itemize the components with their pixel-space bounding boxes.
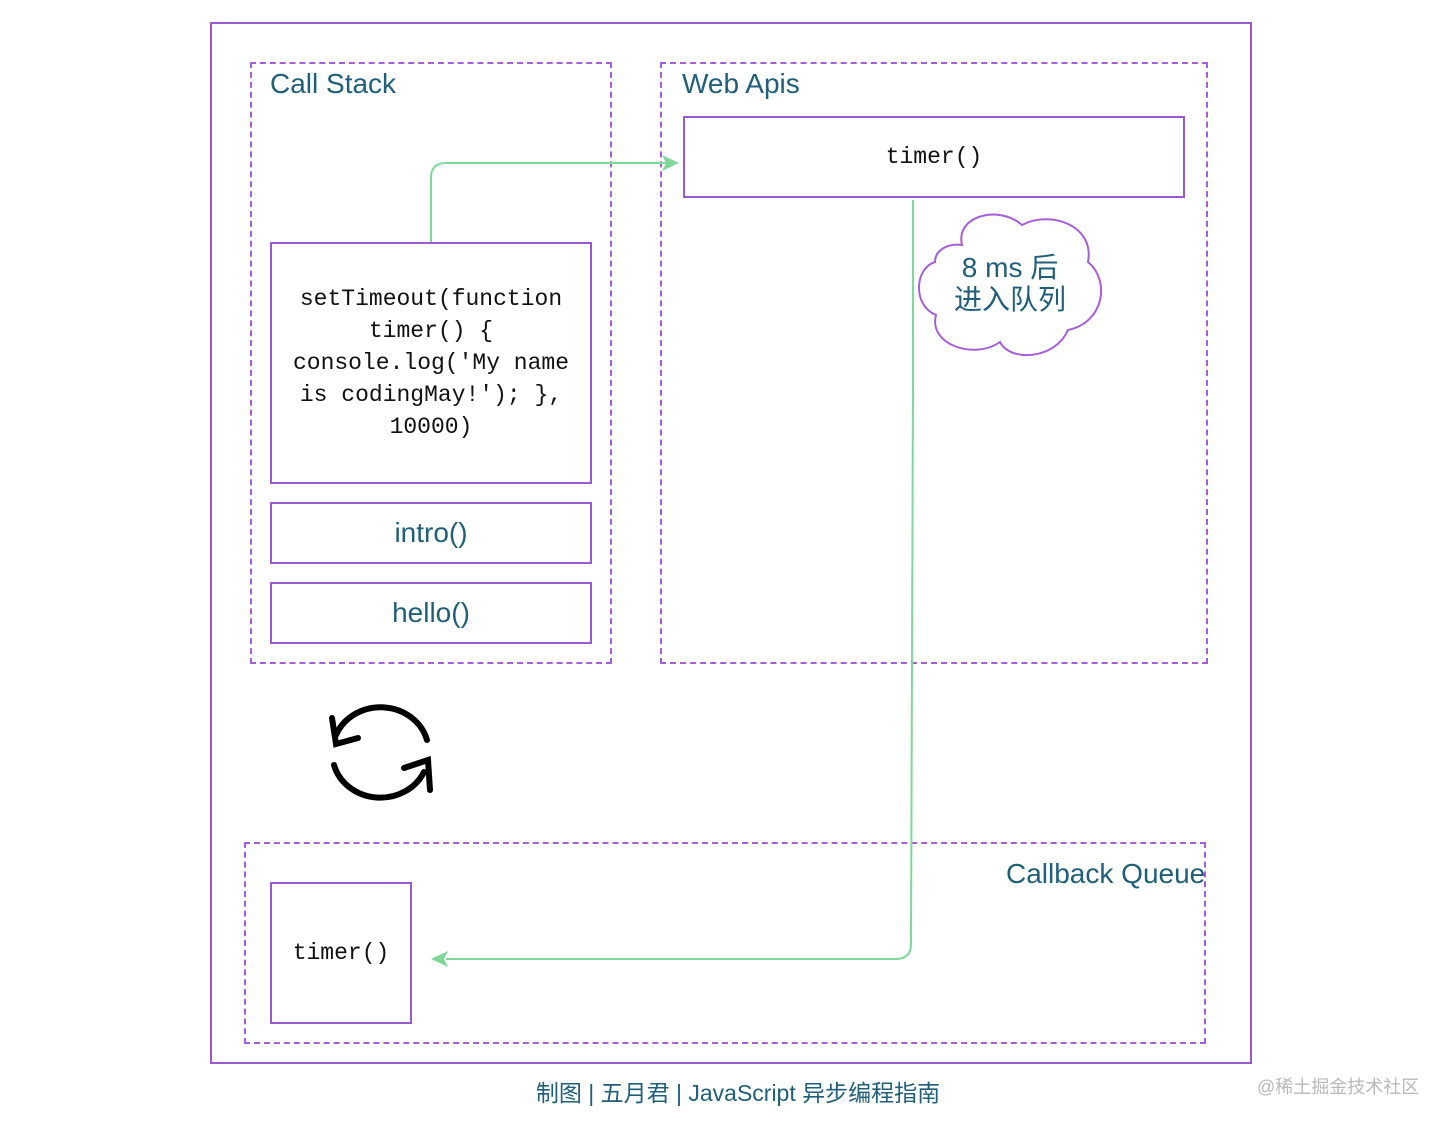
queue-timer-box: timer()	[270, 882, 412, 1024]
hello-label: hello()	[392, 597, 470, 628]
webapi-to-queue-arrow	[446, 200, 914, 960]
delay-note-line-1: 8 ms 后	[961, 252, 1059, 283]
callback-queue-title: Callback Queue	[1006, 858, 1206, 889]
settimeout-to-webapi-arrow	[430, 162, 668, 242]
web-api-timer-label: timer()	[885, 144, 983, 170]
delay-note-line-2: 进入队列	[953, 284, 1066, 315]
delay-note-text: 8 ms 后 进入队列	[930, 252, 1090, 316]
queue-timer-label: timer()	[292, 940, 390, 966]
hello-frame: hello()	[270, 582, 592, 644]
settimeout-code: setTimeout(function timer() { console.lo…	[292, 286, 570, 440]
web-apis-title: Web Apis	[682, 68, 800, 99]
event-loop-diagram-frame	[210, 22, 1252, 1064]
web-api-timer-box: timer()	[683, 116, 1185, 198]
callback-queue-panel	[244, 842, 1206, 1044]
delay-note-cloud	[918, 213, 1103, 357]
watermark: @稀土掘金技术社区	[1257, 1077, 1420, 1097]
web-apis-panel	[660, 62, 1208, 664]
settimeout-frame: setTimeout(function timer() { console.lo…	[270, 242, 592, 484]
intro-label: intro()	[394, 517, 468, 548]
queue-arrowhead	[431, 951, 448, 967]
refresh-icon	[329, 704, 433, 801]
call-stack-panel	[250, 62, 612, 664]
webapi-arrowhead	[662, 155, 679, 171]
call-stack-title: Call Stack	[270, 68, 397, 99]
figure-caption: 制图 | 五月君 | JavaScript 异步编程指南	[535, 1080, 941, 1106]
intro-frame: intro()	[270, 502, 592, 564]
